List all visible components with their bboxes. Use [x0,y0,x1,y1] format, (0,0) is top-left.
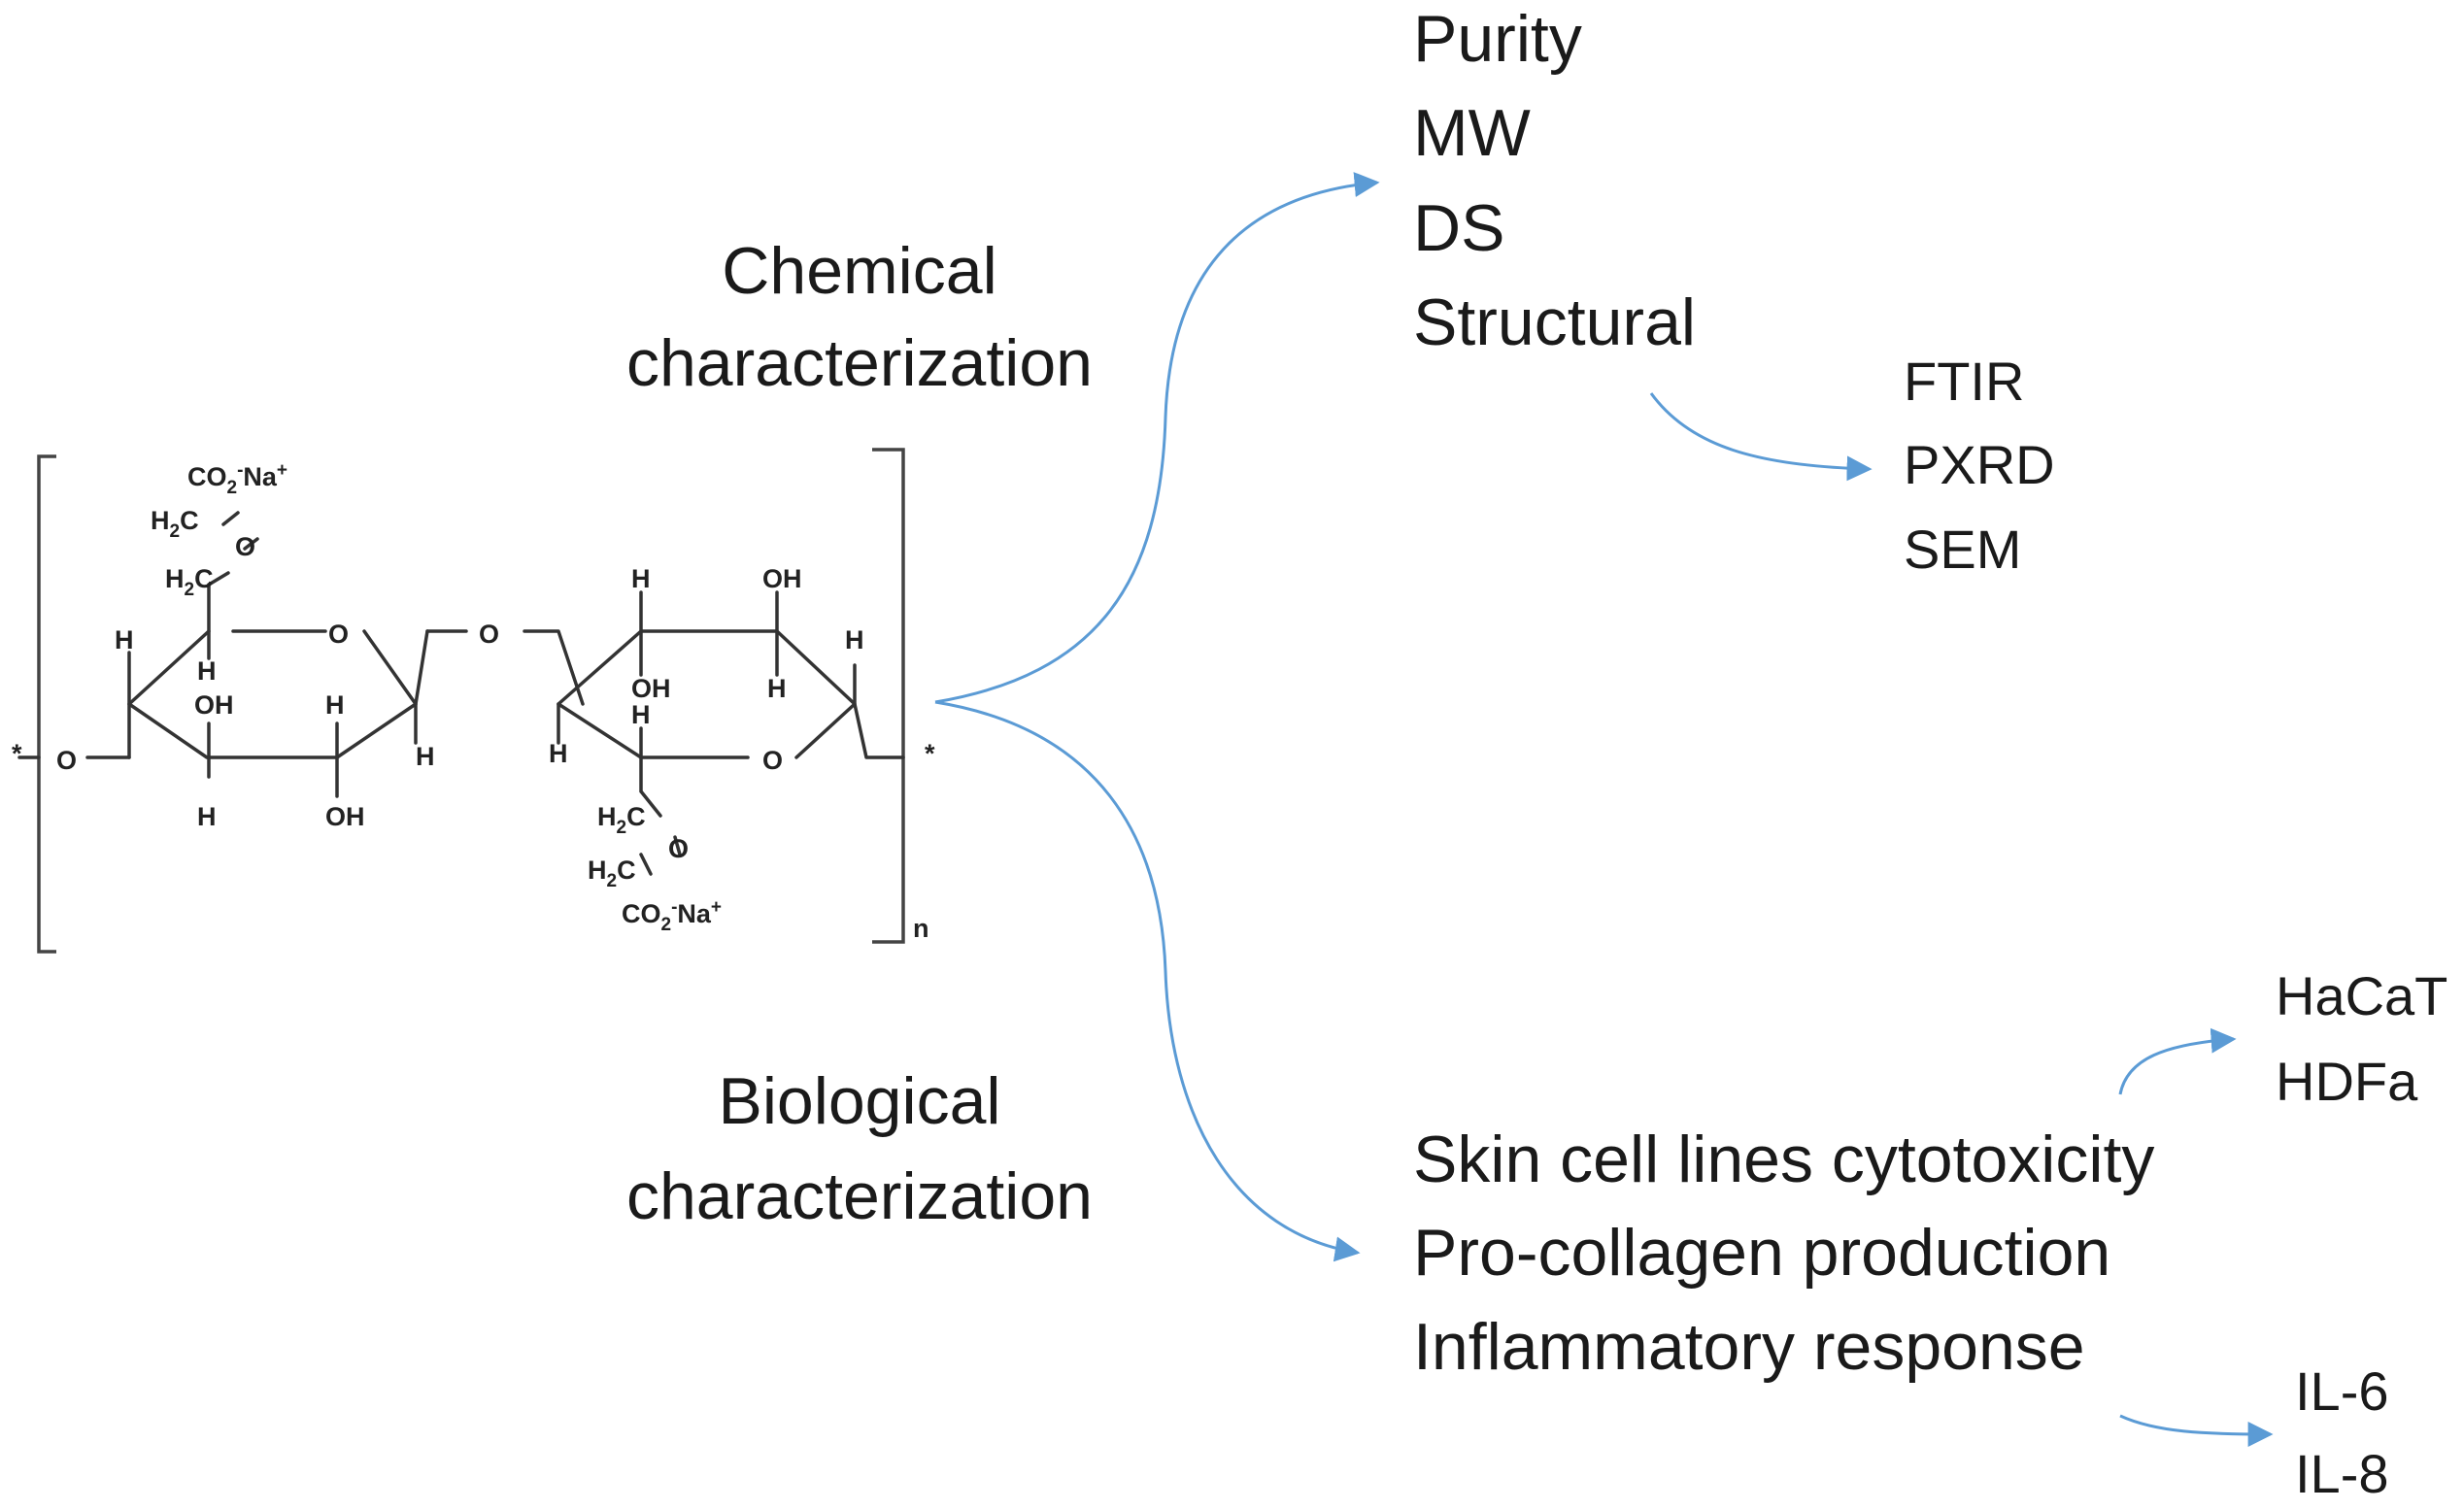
left-ch2-chain [207,511,259,587]
left-h-c2-label: H [325,690,345,720]
right-h-top1-label: H [631,564,651,593]
right-ring-o-label: O [762,746,783,775]
interleukin-il8: IL-8 [2295,1443,2389,1504]
left-ring-bonds [127,629,418,759]
left-end-o-label: O [56,746,77,775]
right-oh-top-label: OH [762,564,802,593]
left-ch2-o-label: O [235,532,255,561]
right-ring-substituents [557,590,905,876]
method-ftir: FTIR [1904,351,2024,412]
left-oh-bottom-label: OH [325,802,365,831]
biological-label-line2: characterization [626,1159,1093,1233]
chemical-items-list: Purity MW DS Structural [1413,2,1696,359]
right-bracket [872,448,905,944]
chemical-item-structural: Structural [1413,285,1696,359]
arrow-to-chemical [934,172,1380,704]
arrow-interleukins [2119,1414,2274,1447]
left-ring-substituents [127,583,429,798]
left-h2c-upper-label: H2C [151,506,199,542]
left-h-bottom-label: H [197,802,217,831]
biological-label-line1: Biological [718,1064,1000,1138]
structural-methods-list: FTIR PXRD SEM [1904,351,2055,580]
right-oh-inner-label: OH [631,674,671,703]
cell-line-hacat: HaCaT [2276,965,2447,1026]
chemical-label-line2: characterization [626,326,1093,400]
right-h2c-upper-label: H2C [597,802,646,838]
left-h-c1-label: H [416,742,435,771]
right-h-c1-label: H [549,739,568,768]
biological-branch-label: Biological characterization [626,1064,1093,1233]
right-h-c5-label: H [845,625,864,654]
chemical-item-purity: Purity [1413,2,1582,76]
bio-item-procollagen: Pro-collagen production [1413,1216,2110,1290]
method-sem: SEM [1904,519,2021,580]
right-ring-bonds [557,629,857,759]
method-pxrd: PXRD [1904,434,2055,495]
bridge-bonds [425,629,585,706]
right-h-inner-label: H [767,674,787,703]
left-ring-o-label: O [328,620,349,649]
interleukins-list: IL-6 IL-8 [2295,1360,2389,1504]
arrow-structural-methods [1649,392,1873,482]
chemical-item-ds: DS [1413,191,1504,265]
left-chain-end: * [12,739,22,768]
cell-line-hdfa: HDFa [2276,1051,2418,1112]
right-chain-end: * [925,739,935,768]
bio-item-inflammatory: Inflammatory response [1413,1310,2085,1384]
bio-item-cytotoxicity: Skin cell lines cytotoxicity [1413,1123,2154,1196]
left-h-c4-label: H [197,656,217,686]
left-oh-c3-label: OH [194,690,234,720]
bridge-o-label: O [479,620,499,649]
right-co2na-label: CO2-Na+ [622,897,722,935]
right-ch2-o-label: O [668,834,689,863]
left-bracket [37,454,56,954]
left-h2c-lower-label: H2C [165,564,214,600]
chemical-label-line1: Chemical [722,234,996,308]
arrow-to-biological [934,700,1361,1262]
chemical-branch-label: Chemical characterization [626,234,1093,400]
left-h-c5-label: H [115,625,134,654]
biological-items-list: Skin cell lines cytotoxicity Pro-collage… [1413,1123,2154,1384]
arrow-cell-lines [2118,1027,2237,1095]
cell-lines-list: HaCaT HDFa [2276,965,2447,1112]
chemical-item-mw: MW [1413,96,1531,170]
repeat-n-label: n [913,914,929,943]
right-h2c-lower-label: H2C [588,856,636,891]
left-co2na-label: CO2-Na+ [187,460,287,498]
right-h-c2-label: H [631,700,651,729]
interleukin-il6: IL-6 [2295,1360,2389,1422]
cmc-repeat-unit-structure: n * * CO2-Na+ H2C O H2C O O H H OH H H H… [12,448,935,954]
